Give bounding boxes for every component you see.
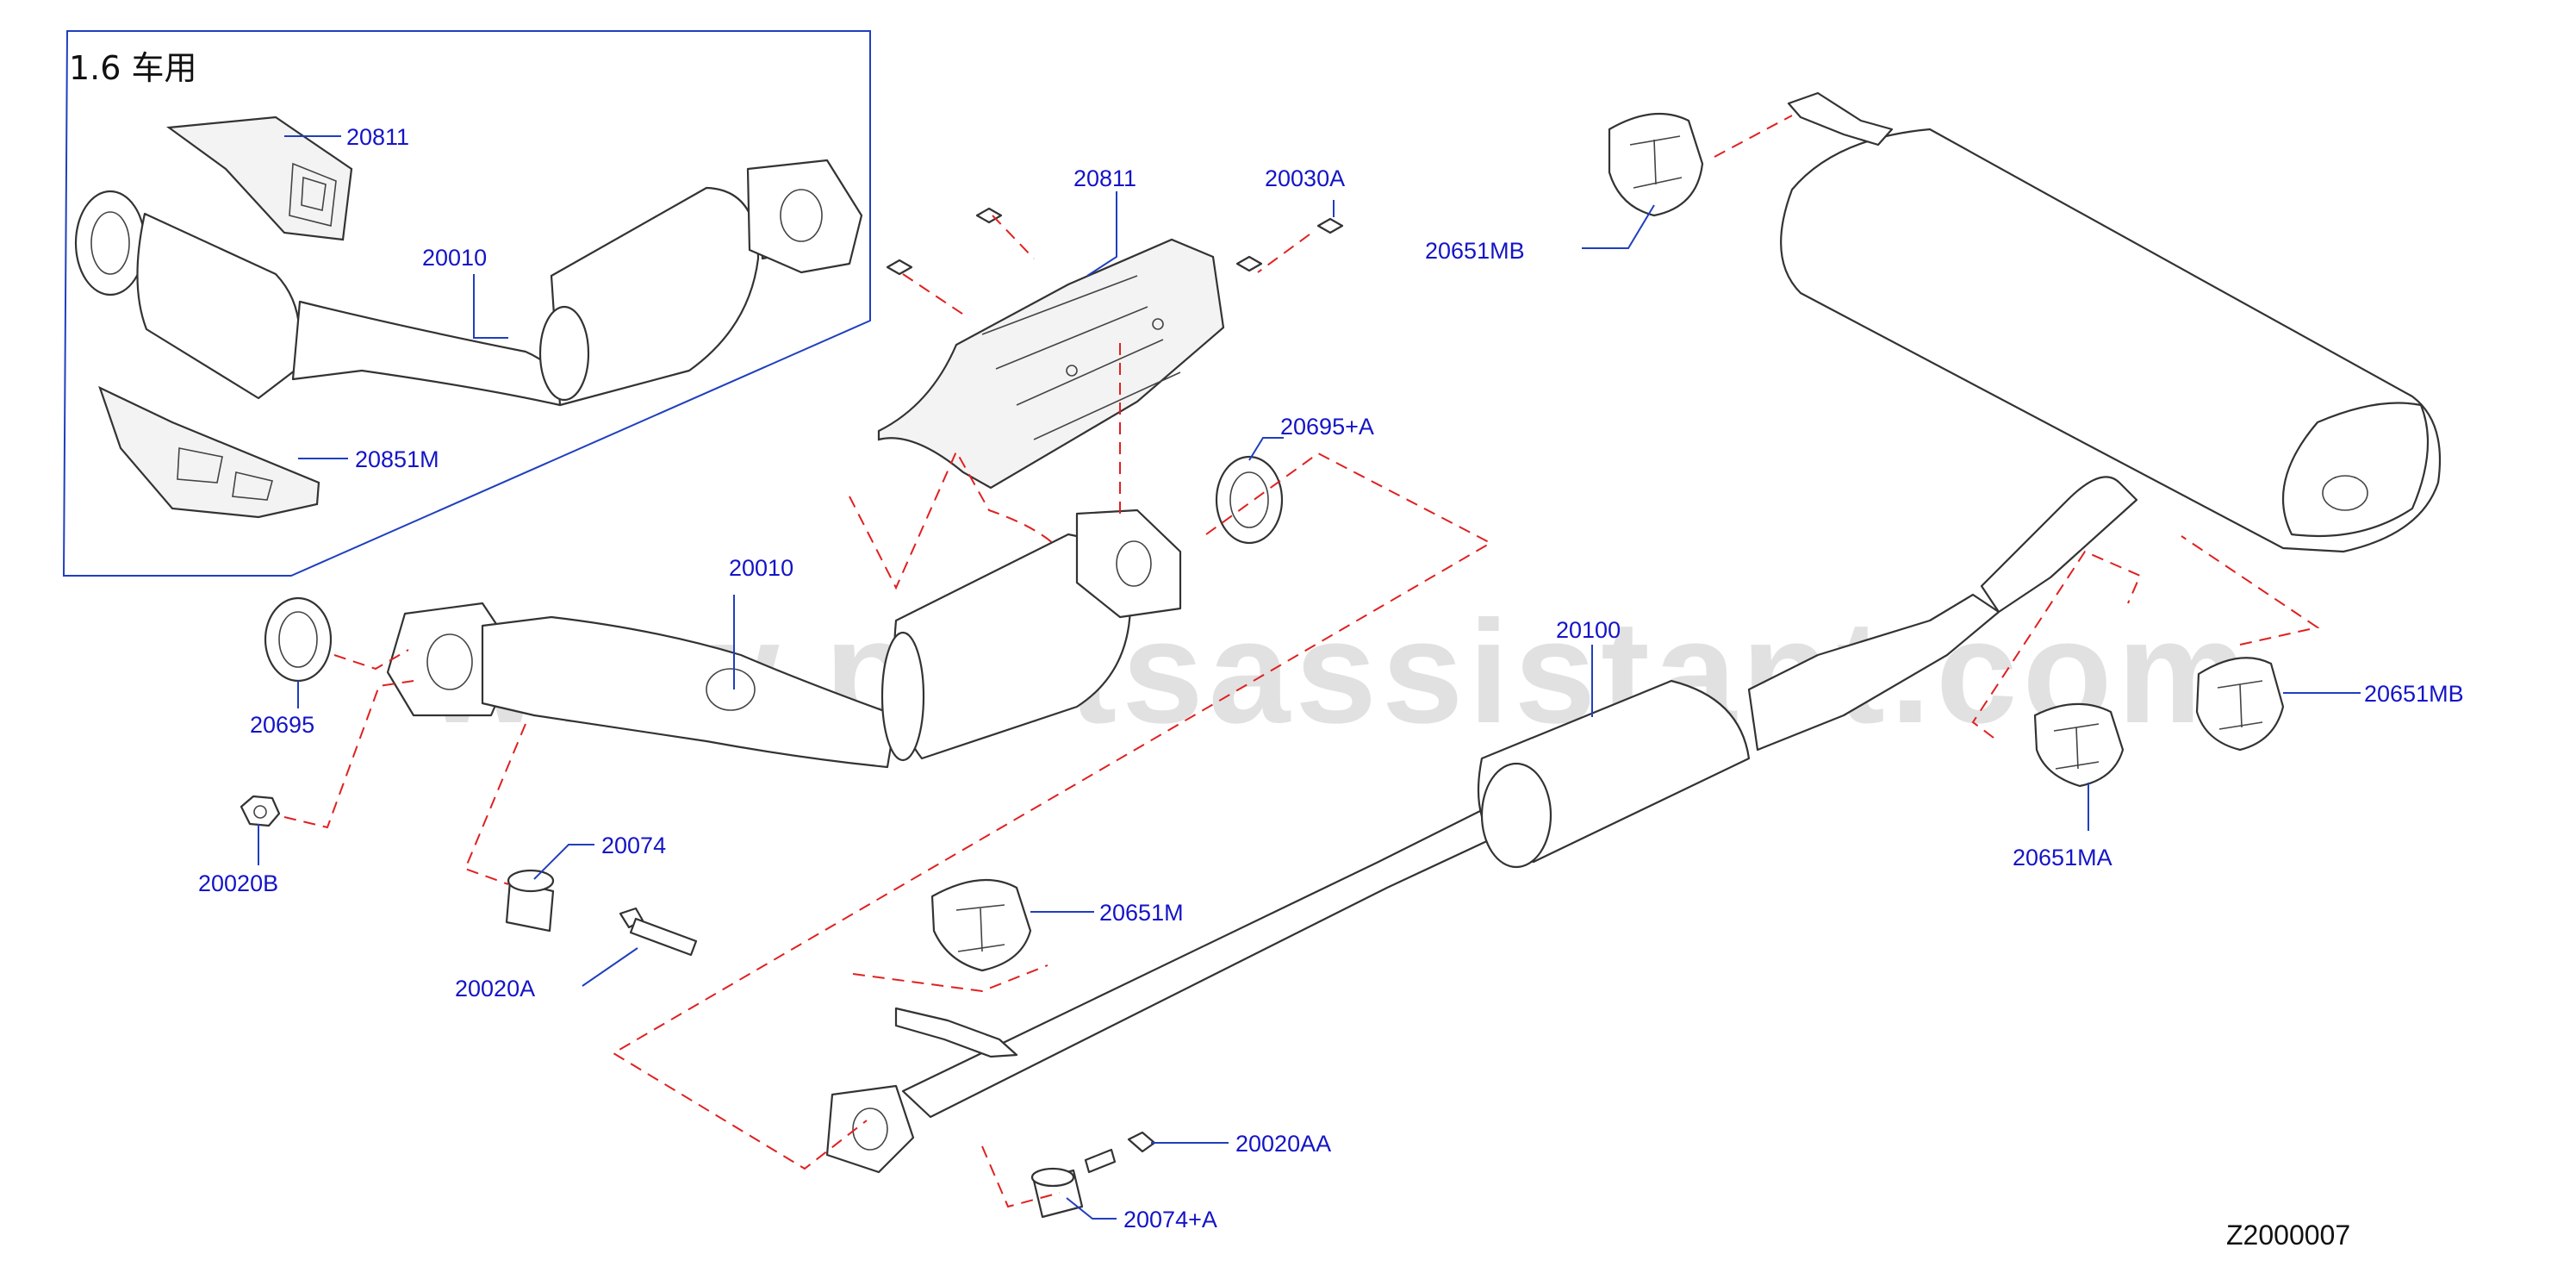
diagram-code: Z2000007 [2226, 1220, 2350, 1251]
gasket-front[interactable] [1215, 455, 1284, 545]
label-20010[interactable]: 20010 [729, 555, 793, 581]
inset-catalytic-converter[interactable] [74, 159, 863, 407]
label-20020A[interactable]: 20020A [455, 976, 535, 1001]
label-20695[interactable]: 20695 [250, 712, 314, 738]
center-pipe-muffler[interactable] [825, 476, 2138, 1174]
label-20651M[interactable]: 20651M [1099, 900, 1184, 926]
gasket-rear[interactable] [264, 596, 333, 683]
mount-center[interactable] [930, 879, 1032, 972]
label-20020AA[interactable]: 20020AA [1235, 1131, 1331, 1157]
inset-heat-shield-lower[interactable] [98, 385, 320, 519]
inset-heat-shield-upper[interactable] [166, 115, 353, 241]
shield-bolts[interactable] [886, 207, 1344, 276]
flange-spring[interactable] [1030, 1167, 1084, 1219]
label-20651MB-top[interactable]: 20651MB [1425, 238, 1525, 264]
assembly-lines [283, 115, 2320, 1208]
inset-label-20811[interactable]: 20811 [346, 124, 409, 150]
mount-rear-right[interactable] [2195, 657, 2285, 752]
rear-muffler[interactable] [1780, 91, 2442, 553]
label-20651MA[interactable]: 20651MA [2013, 845, 2112, 870]
label-20100[interactable]: 20100 [1556, 617, 1621, 643]
label-20811[interactable]: 20811 [1073, 165, 1136, 191]
label-20074[interactable]: 20074 [601, 833, 666, 858]
inset-variant-box: 1.6 车用 20811 20010 20851M [62, 30, 871, 577]
bolt[interactable] [619, 907, 698, 957]
inset-title: 1.6 车用 [69, 49, 197, 87]
catalytic-converter[interactable] [386, 508, 1182, 769]
label-20020B[interactable]: 20020B [198, 870, 278, 896]
part-labels: 20811 20030A 20695+A 20651MB 20010 20695… [198, 165, 2464, 1232]
label-20030A[interactable]: 20030A [1265, 165, 1345, 191]
nut[interactable] [240, 795, 281, 827]
mount-rear-lower[interactable] [2033, 702, 2125, 788]
leaders [258, 191, 2361, 1220]
flange-bolt[interactable] [1084, 1131, 1156, 1174]
leader-inset-20010 [473, 274, 508, 339]
mount-rear-top[interactable] [1608, 112, 1704, 217]
inset-label-20010[interactable]: 20010 [422, 245, 487, 271]
label-20695A[interactable]: 20695+A [1280, 414, 1374, 440]
label-20651MB-right[interactable]: 20651MB [2364, 681, 2464, 707]
label-20074A[interactable]: 20074+A [1123, 1207, 1217, 1232]
heat-shield[interactable] [877, 238, 1225, 490]
inset-label-20851M[interactable]: 20851M [355, 446, 439, 472]
spring[interactable] [505, 869, 555, 933]
